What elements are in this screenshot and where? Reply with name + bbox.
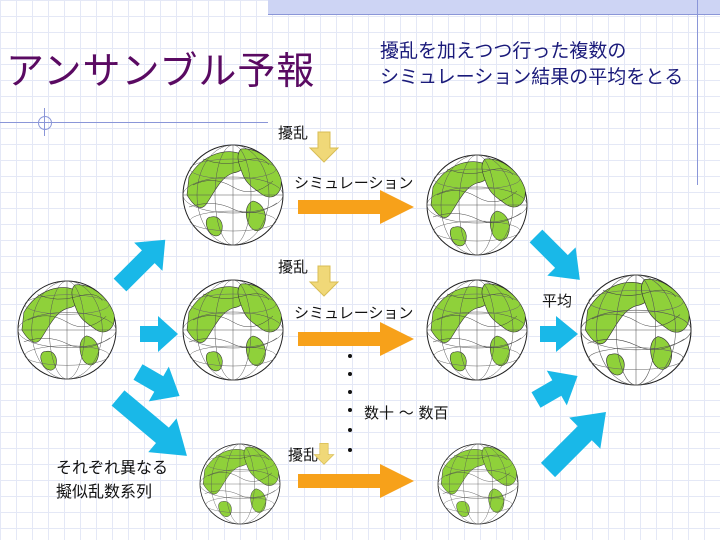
random-sequence-note: それぞれ異なる 擬似乱数系列 xyxy=(56,456,168,504)
perturbation-label-bottom: 擾乱 xyxy=(288,446,319,464)
globe-average xyxy=(580,274,692,386)
random-note-line-2: 擬似乱数系列 xyxy=(56,482,153,501)
merge-arrows xyxy=(529,229,606,478)
random-note-line-1: それぞれ異なる xyxy=(56,458,169,477)
subtitle-line-1: 擾乱を加えつつ行った複数の xyxy=(380,40,627,62)
branch-arrow-4 xyxy=(111,390,187,456)
globe-initial xyxy=(17,280,117,380)
subtitle-line-2: シミュレーション結果の平均をとる xyxy=(380,66,684,88)
merge-arrow-3 xyxy=(531,370,578,408)
branch-arrow-1 xyxy=(113,239,166,292)
simulation-label-top: シミュレーション xyxy=(294,174,414,192)
merge-arrow-1 xyxy=(529,229,580,280)
perturbation-label-top: 擾乱 xyxy=(278,124,309,142)
perturbation-label-mid: 擾乱 xyxy=(278,258,309,276)
top-accent-bar xyxy=(268,0,720,14)
left-accent-line xyxy=(0,122,268,123)
slide-subtitle: 擾乱を加えつつ行った複数の シミュレーション結果の平均をとる xyxy=(380,38,683,90)
perturbation-arrow-1 xyxy=(309,131,339,163)
globe-perturbed-3 xyxy=(199,443,281,525)
globe-result-2 xyxy=(426,279,528,381)
simulation-arrows xyxy=(298,190,414,498)
crosshair-vertical xyxy=(44,108,45,136)
merge-arrow-4 xyxy=(540,412,606,478)
count-range-label: 数十 ～ 数百 xyxy=(364,404,449,422)
ellipsis-dots xyxy=(348,354,352,452)
simulation-arrow-2 xyxy=(298,322,414,356)
merge-arrow-2 xyxy=(540,316,578,352)
right-accent-line xyxy=(697,0,698,185)
top-accent-rule xyxy=(268,14,720,15)
globe-result-1 xyxy=(426,154,528,256)
simulation-arrow-1 xyxy=(298,190,414,224)
globe-perturbed-1 xyxy=(182,144,284,246)
average-label: 平均 xyxy=(542,292,573,310)
simulation-arrow-3 xyxy=(298,464,414,498)
globe-perturbed-2 xyxy=(182,279,284,381)
simulation-label-mid: シミュレーション xyxy=(294,304,414,322)
branch-arrow-3 xyxy=(133,364,180,402)
branch-arrow-2 xyxy=(140,316,178,352)
slide-title: アンサンブル予報 xyxy=(6,49,316,93)
crosshair-circle xyxy=(38,116,52,130)
branch-arrows xyxy=(111,239,187,456)
globe-result-3 xyxy=(437,443,519,525)
perturbation-arrow-2 xyxy=(309,265,339,297)
